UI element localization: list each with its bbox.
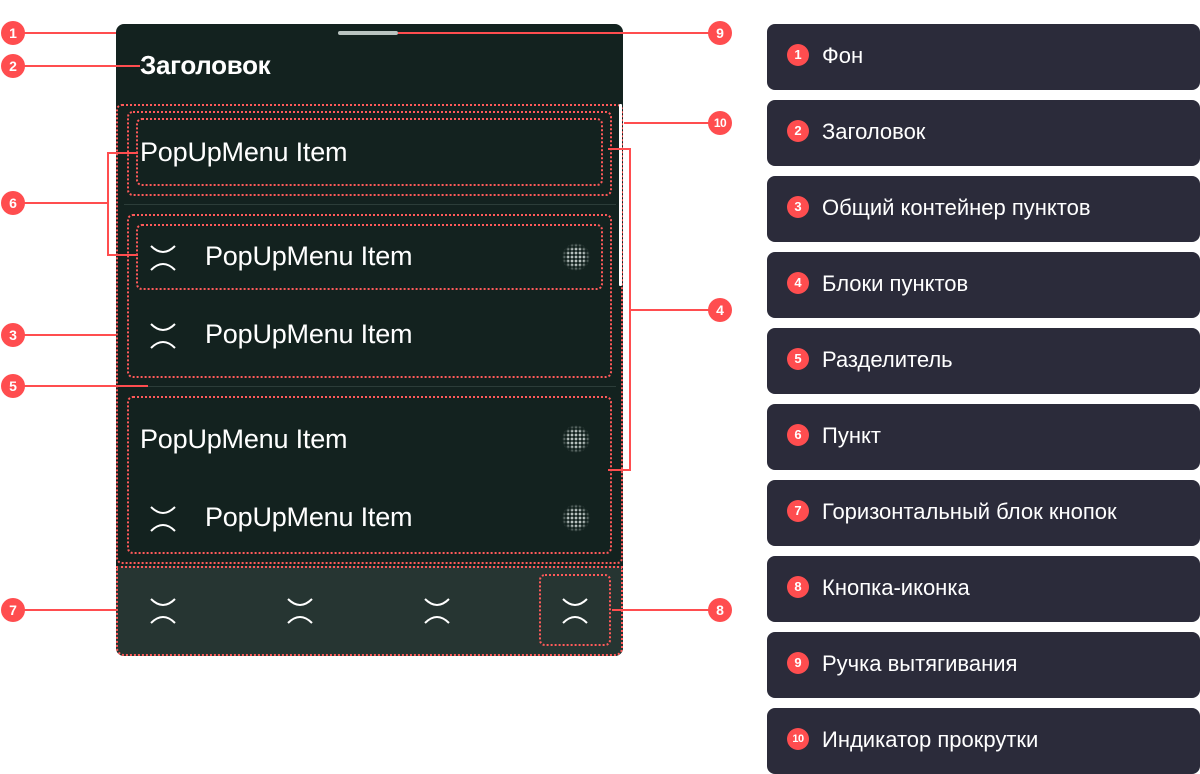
legend-label-8: Кнопка-иконка — [822, 575, 970, 600]
icon-button-3[interactable] — [422, 596, 452, 626]
legend-item-6: 6 Пункт — [767, 404, 1200, 470]
dotted-circle-icon — [562, 504, 590, 532]
legend-label-1: Фон — [822, 43, 864, 68]
callout-7: 7 — [1, 598, 25, 622]
close-x-icon — [150, 245, 176, 271]
legend-item-7: 7 Горизонтальный блок кнопок — [767, 480, 1200, 546]
legend-label-2: Заголовок — [822, 119, 926, 144]
legend-label-7: Горизонтальный блок кнопок — [822, 499, 1117, 524]
legend-badge-2: 2 — [787, 120, 809, 142]
drag-handle[interactable] — [338, 31, 398, 35]
callout-1: 1 — [1, 21, 25, 45]
icon-button-4-outline — [539, 574, 611, 646]
menu-item-2[interactable] — [136, 224, 603, 290]
legend-label-3: Общий контейнер пунктов — [822, 195, 1091, 220]
callout-4: 4 — [708, 298, 732, 322]
divider-2 — [124, 386, 616, 387]
legend-item-5: 5 Разделитель — [767, 328, 1200, 394]
legend-badge-7: 7 — [787, 500, 809, 522]
legend-label-10: Индикатор прокрутки — [822, 727, 1039, 752]
legend-item-3: 3 Общий контейнер пунктов — [767, 176, 1200, 242]
icon-button-4[interactable] — [560, 596, 590, 626]
callout-10: 10 — [708, 111, 732, 135]
item-block-2 — [127, 214, 612, 378]
legend-item-9: 9 Ручка вытягивания — [767, 632, 1200, 698]
icon-button-2[interactable] — [285, 596, 315, 626]
menu-item-1-label: PopUpMenu Item — [140, 137, 348, 167]
legend-item-8: 8 Кнопка-иконка — [767, 556, 1200, 622]
menu-item-4-label[interactable]: PopUpMenu Item — [140, 424, 348, 454]
legend-label-9: Ручка вытягивания — [822, 651, 1018, 676]
item-block-3 — [127, 396, 612, 554]
horizontal-button-bar — [116, 566, 623, 656]
scroll-indicator[interactable] — [619, 104, 622, 286]
dotted-circle-icon — [562, 243, 590, 271]
legend-item-4: 4 Блоки пунктов — [767, 252, 1200, 318]
close-x-icon — [150, 323, 176, 349]
menu-item-3-label[interactable]: PopUpMenu Item — [205, 319, 413, 349]
legend-badge-6: 6 — [787, 424, 809, 446]
legend-badge-5: 5 — [787, 348, 809, 370]
legend-item-2: 2 Заголовок — [767, 100, 1200, 166]
menu-item-2-label: PopUpMenu Item — [205, 241, 413, 271]
legend-badge-8: 8 — [787, 576, 809, 598]
legend-label-5: Разделитель — [822, 347, 953, 372]
divider-1 — [124, 204, 616, 205]
dotted-circle-icon — [562, 425, 590, 453]
legend-label-4: Блоки пунктов — [822, 271, 969, 296]
callout-5: 5 — [1, 374, 25, 398]
items-container — [116, 104, 623, 564]
callout-8: 8 — [708, 598, 732, 622]
legend-badge-9: 9 — [787, 652, 809, 674]
callout-6: 6 — [1, 191, 25, 215]
menu-item-5-label[interactable]: PopUpMenu Item — [205, 502, 413, 532]
icon-button-1[interactable] — [148, 596, 178, 626]
legend-badge-10: 10 — [787, 728, 809, 750]
legend-item-10: 10 Индикатор прокрутки — [767, 708, 1200, 774]
callout-3: 3 — [1, 323, 25, 347]
legend-badge-4: 4 — [787, 272, 809, 294]
callout-2: 2 — [1, 54, 25, 78]
callout-9: 9 — [708, 21, 732, 45]
legend-label-6: Пункт — [822, 423, 881, 448]
popup-title: Заголовок — [140, 50, 271, 80]
popup-background — [116, 24, 623, 656]
legend-badge-1: 1 — [787, 44, 809, 66]
close-x-icon — [150, 506, 176, 532]
legend-badge-3: 3 — [787, 196, 809, 218]
legend-item-1: 1 Фон — [767, 24, 1200, 90]
